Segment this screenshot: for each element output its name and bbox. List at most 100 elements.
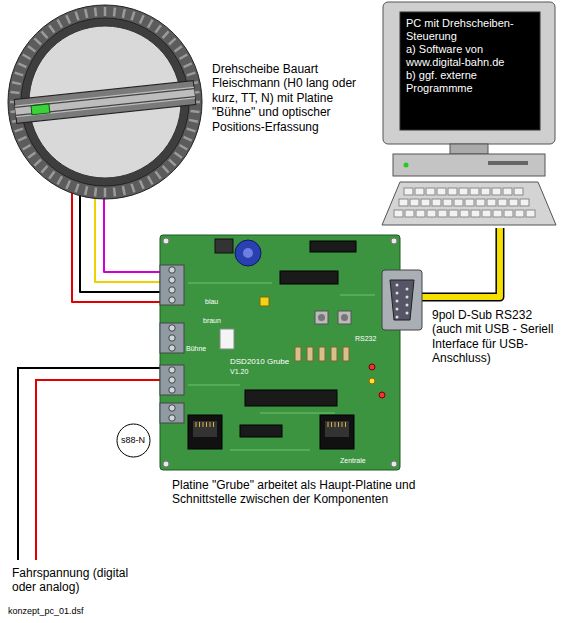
bus-circle: s88-N bbox=[116, 423, 151, 458]
board-print: Bühne bbox=[186, 345, 206, 353]
keyboard bbox=[382, 182, 556, 225]
track-connector bbox=[18, 137, 26, 141]
track-connector bbox=[58, 20, 63, 28]
key bbox=[515, 210, 524, 217]
track-connector bbox=[34, 38, 41, 44]
key bbox=[460, 210, 469, 217]
terminal-screw bbox=[169, 287, 175, 293]
resistor bbox=[331, 347, 337, 361]
mounting-hole bbox=[391, 238, 397, 244]
board-trace bbox=[188, 282, 272, 283]
rj-contact bbox=[345, 422, 346, 427]
rj-contact bbox=[328, 422, 329, 427]
terminal-screw bbox=[169, 377, 175, 383]
key bbox=[498, 199, 507, 206]
sub-d-pin bbox=[406, 288, 409, 291]
board-base bbox=[160, 235, 400, 470]
rj-contact bbox=[331, 422, 332, 427]
track-connector bbox=[132, 184, 135, 193]
resistor bbox=[343, 347, 349, 361]
rj-contact bbox=[206, 422, 207, 427]
node-text: Platine "Grube" arbeitet als Haupt-Plati… bbox=[172, 478, 422, 507]
track-connector bbox=[28, 46, 35, 51]
terminal-screw bbox=[169, 367, 175, 373]
key bbox=[448, 188, 457, 195]
key bbox=[493, 210, 502, 217]
bus-circle-outline bbox=[117, 424, 150, 457]
terminal-block bbox=[160, 403, 184, 423]
led bbox=[369, 364, 375, 370]
track-connector bbox=[66, 181, 70, 189]
turntable-shape bbox=[7, 4, 203, 200]
track-connector bbox=[23, 145, 31, 150]
key bbox=[443, 199, 452, 206]
chip bbox=[240, 425, 282, 437]
track-power-wire bbox=[18, 368, 160, 560]
terminal-screw bbox=[169, 345, 175, 351]
resistor bbox=[307, 347, 313, 361]
position-indicator bbox=[31, 104, 50, 115]
text-box: Platine "Grube" arbeitet als Haupt-Plati… bbox=[172, 478, 422, 507]
key bbox=[471, 210, 480, 217]
monitor-screen bbox=[400, 12, 540, 130]
track-connector bbox=[123, 186, 125, 195]
computer: PC mit Drehscheiben-Steuerunga) Software… bbox=[378, 2, 560, 230]
key bbox=[454, 199, 463, 206]
mounting-hole bbox=[391, 461, 397, 467]
key bbox=[421, 199, 430, 206]
board-print: V1.20 bbox=[230, 368, 248, 376]
key bbox=[432, 199, 441, 206]
bridge-frame bbox=[14, 81, 196, 124]
track-connector bbox=[179, 145, 187, 150]
track-connector bbox=[113, 8, 116, 17]
track-connector bbox=[163, 31, 169, 38]
rj-contact bbox=[210, 422, 211, 427]
track-power-wire bbox=[36, 380, 160, 560]
key bbox=[492, 188, 501, 195]
board-print: braun bbox=[203, 317, 221, 325]
track-connector bbox=[187, 73, 196, 76]
key bbox=[410, 199, 419, 206]
sub-d-pin bbox=[396, 316, 399, 319]
circuit-board-shape bbox=[160, 235, 400, 470]
sub-d-pin bbox=[396, 292, 399, 295]
turntable: Drehscheibe Bauart Fleischmann (H0 lang … bbox=[7, 4, 203, 200]
terminal-screw bbox=[169, 267, 175, 273]
monitor-frame bbox=[383, 2, 555, 144]
rj-opening bbox=[193, 421, 217, 437]
sub-d-socket bbox=[390, 280, 414, 320]
key bbox=[526, 210, 535, 217]
push-button bbox=[315, 311, 328, 324]
track-connector bbox=[140, 181, 144, 189]
wire-bundle bbox=[72, 192, 160, 302]
turntable-bridge bbox=[14, 81, 196, 124]
resistor bbox=[319, 347, 325, 361]
drive-slot bbox=[488, 161, 528, 165]
push-button-cap bbox=[341, 314, 348, 321]
sub-d-pin bbox=[406, 296, 409, 299]
key bbox=[514, 188, 523, 195]
track-connector bbox=[163, 166, 169, 173]
rj-contact bbox=[203, 422, 204, 427]
capacitor bbox=[235, 240, 261, 266]
node-text: Drehscheibe Bauart Fleischmann (H0 lang … bbox=[212, 62, 362, 134]
terminal-screw bbox=[169, 297, 175, 303]
wire-bundle-line bbox=[80, 195, 160, 292]
wire-bundle-line bbox=[104, 198, 160, 272]
node-text: b) ggf. externe Programmme bbox=[406, 69, 532, 95]
sub-d-pin bbox=[406, 304, 409, 307]
led bbox=[369, 378, 375, 384]
chip bbox=[245, 390, 337, 406]
sub-d-connector bbox=[382, 270, 422, 330]
track-connector bbox=[104, 188, 107, 197]
terminal-screw bbox=[169, 405, 175, 411]
terminal-block bbox=[160, 323, 184, 353]
board-trace bbox=[188, 384, 240, 385]
key bbox=[394, 210, 403, 217]
rj-jack bbox=[188, 415, 222, 449]
track-connector bbox=[11, 91, 20, 94]
track-connector bbox=[23, 55, 31, 60]
track-connector bbox=[189, 120, 198, 122]
key bbox=[404, 188, 413, 195]
